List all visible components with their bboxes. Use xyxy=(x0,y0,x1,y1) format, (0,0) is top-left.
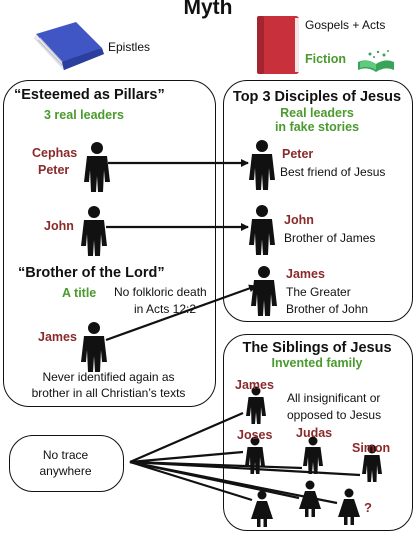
insignificant-line-1: All insignificant or xyxy=(287,391,381,405)
sibling-judas-name: Judas xyxy=(296,426,333,440)
james-desc-1: The Greater xyxy=(286,285,351,299)
never-identified-line-2: brother in all Christian’s texts xyxy=(31,386,186,400)
open-book-icon xyxy=(358,50,394,72)
john-left-name: John xyxy=(44,219,74,233)
sibling-judas-figure xyxy=(303,436,323,474)
john-left-figure xyxy=(81,206,107,256)
disciples-heading: Top 3 Disciples of Jesus xyxy=(232,89,402,105)
sister-figure-3 xyxy=(338,488,360,525)
john-right-name: John xyxy=(284,213,314,227)
unknown-sibling-mark: ? xyxy=(364,500,372,515)
brother-heading: “Brother of the Lord” xyxy=(18,265,165,281)
gospels-label: Gospels + Acts xyxy=(305,18,386,32)
epistles-label: Epistles xyxy=(108,40,151,54)
no-trace-line-1: No trace xyxy=(42,448,89,462)
insignificant-line-2: opposed to Jesus xyxy=(287,408,382,422)
real-leaders-label: 3 real leaders xyxy=(44,108,124,122)
sibling-simon-name: Simon xyxy=(352,441,391,455)
john-right-figure xyxy=(249,205,275,255)
real-leaders-line-1: Real leaders xyxy=(280,106,354,120)
james-left-name: James xyxy=(38,330,77,344)
john-desc: Brother of James xyxy=(284,231,376,245)
peter-name: Peter xyxy=(282,147,314,161)
no-death-line-1: No folkloric death xyxy=(114,285,207,299)
sibling-james-name: James xyxy=(235,378,274,392)
sibling-joses-name: Joses xyxy=(237,428,273,442)
no-death-line-2: in Acts 12:2 xyxy=(134,302,197,316)
invented-family-label: Invented family xyxy=(271,356,363,370)
peter-desc: Best friend of Jesus xyxy=(280,165,386,179)
james-right-figure xyxy=(251,266,277,316)
peter-alias: Peter xyxy=(38,163,70,177)
james-desc-2: Brother of John xyxy=(286,302,369,316)
sister-figure-1 xyxy=(251,490,273,527)
james-right-name: James xyxy=(286,267,325,281)
james-left-figure xyxy=(81,322,107,372)
fiction-label: Fiction xyxy=(305,52,346,66)
no-trace-line-2: anywhere xyxy=(39,464,92,478)
red-book-icon xyxy=(257,16,299,74)
pillars-heading: “Esteemed as Pillars” xyxy=(14,87,165,103)
peter-figure xyxy=(249,140,275,190)
page-title: Myth xyxy=(183,0,233,19)
siblings-heading: The Siblings of Jesus xyxy=(242,340,392,356)
cephas-name: Cephas xyxy=(32,146,78,160)
cephas-figure xyxy=(84,142,110,192)
a-title-label: A title xyxy=(62,286,97,300)
no-trace-box xyxy=(9,435,124,492)
pillars-box xyxy=(3,80,216,407)
sibling-james-figure xyxy=(246,386,266,424)
never-identified-line-1: Never identified again as xyxy=(42,370,175,384)
blue-book-icon xyxy=(34,22,104,70)
real-leaders-line-2: in fake stories xyxy=(274,120,360,134)
